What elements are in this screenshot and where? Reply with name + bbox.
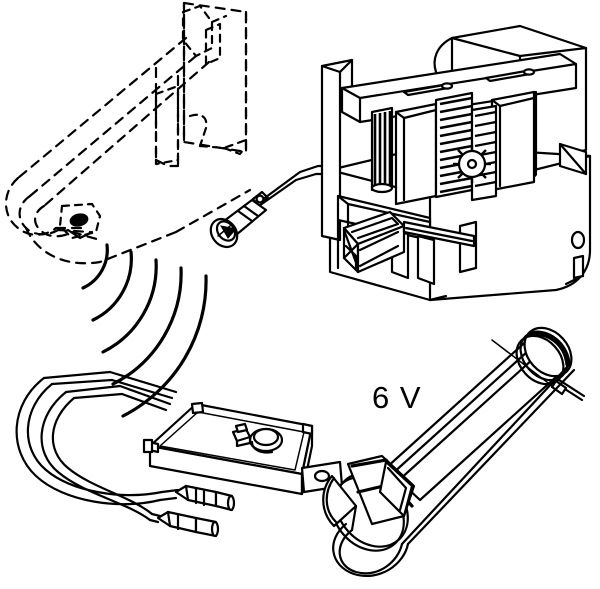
battery-pack-6v: [322, 326, 586, 577]
sensor-cable-connector: [209, 164, 342, 249]
mode-button[interactable]: [231, 422, 252, 448]
infrared-sensor-eye: [58, 202, 102, 240]
battery-voltage-label: 6 V: [372, 380, 422, 415]
sensor-signal-waves: [81, 243, 208, 418]
battery-clamp-bracket: [322, 454, 416, 577]
module-cable-connectors: [156, 484, 236, 538]
control-module-box: [15, 370, 344, 524]
solenoid-valve-assembly: [320, 24, 592, 302]
faucet-spout-outline: [5, 1, 252, 265]
sensitivity-dial[interactable]: [248, 427, 284, 454]
